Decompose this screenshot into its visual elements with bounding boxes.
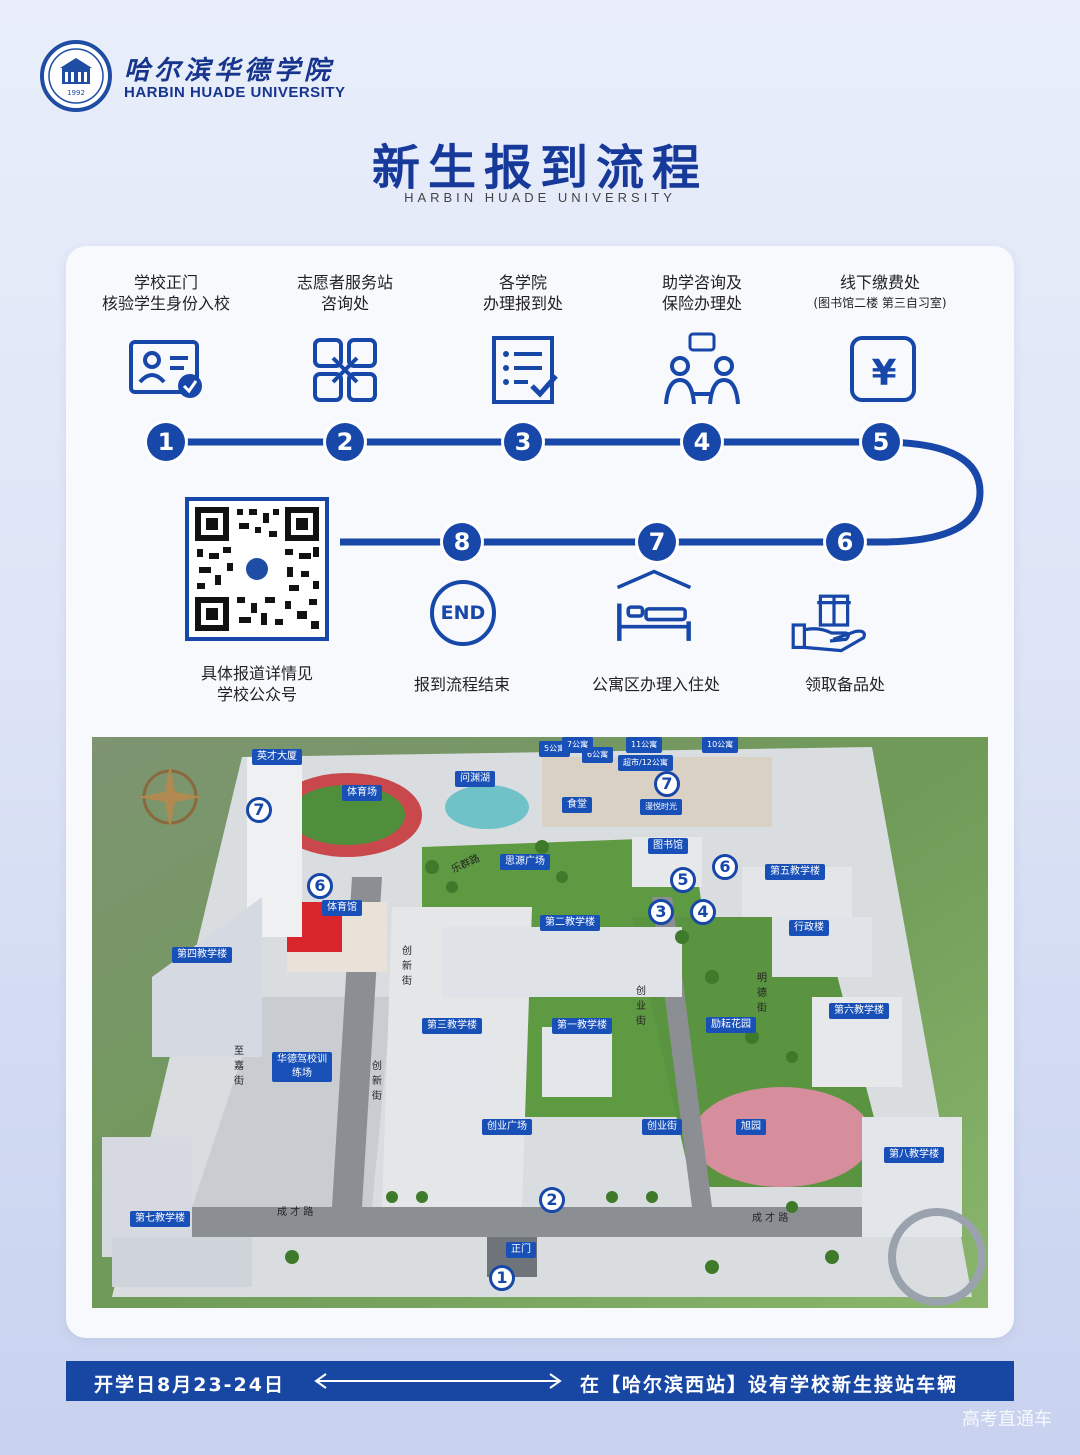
svg-text:¥: ¥ [871,353,896,394]
road-chengcai-west: 成 才 路 [277,1207,314,1218]
step-3-number: 3 [504,423,542,461]
watermark: 高考直通车 [962,1409,1052,1430]
logo-english-name: HARBIN HUADE UNIVERSITY [124,84,346,101]
map-label-chuangyeguangchang: 创业广场 [482,1119,532,1135]
road-mingde: 明德街 [757,973,767,1014]
map-label-gongyu10: 10公寓 [702,737,739,753]
step-5-number: 5 [862,423,900,461]
map-marker-3: 3 [648,899,674,925]
page-subtitle: HARBIN HUADE UNIVERSITY [404,190,676,205]
step-4-title: 助学咨询及保险办理处 [661,273,742,313]
id-card-check-icon [129,340,202,398]
map-label-gongyu7: 7公寓 [562,737,594,753]
step-7-label: 公寓区办理入住处 [591,675,720,694]
map-label-dier: 第二教学楼 [540,915,600,931]
map-label-chaoshi: 超市/12公寓 [618,755,673,771]
hands-cooperation-icon [313,338,377,402]
step-7-number: 7 [638,523,676,561]
map-label-disi: 第四教学楼 [172,947,232,963]
map-label-manyue: 漫悦时光 [640,799,682,815]
campus-map: 英才大厦 体育场 问渊湖 5公寓 6公寓 7公寓 11公寓 10公寓 超市/12… [92,737,988,1308]
road-chuangxin-north: 创新街 [402,946,412,987]
step-1-title: 学校正门核验学生身份入校 [101,273,230,313]
university-seal: 1992 [40,40,112,112]
seal-year: 1992 [67,89,85,97]
map-label-diwu: 第五教学楼 [765,864,825,880]
road-chuangye: 创业街 [636,986,646,1027]
map-label-zhengmen: 正门 [506,1242,536,1258]
checklist-icon [492,336,558,404]
map-label-yingcai: 英才大厦 [252,749,302,765]
map-marker-6-library: 6 [712,854,738,880]
step-3-title: 各学院办理报到处 [482,273,563,313]
step-8-label: 报到流程结束 [413,675,510,694]
step-6-number: 6 [826,523,864,561]
map-label-siyuan: 思源广场 [500,854,550,870]
qr-caption: 具体报道详情见学校公众号 [200,664,313,704]
double-arrow-icon [314,1373,562,1389]
map-label-shitang: 食堂 [562,797,592,813]
map-label-wenyuanhu: 问渊湖 [455,771,495,787]
road-chengcai-east: 成 才 路 [752,1213,789,1224]
road-zhijia: 至嘉街 [234,1046,244,1087]
process-track [162,438,984,546]
map-label-diyi: 第一教学楼 [552,1018,612,1034]
map-marker-2: 2 [539,1187,565,1213]
map-label-chuangyejie: 创业街 [642,1119,682,1135]
map-marker-5: 5 [670,867,696,893]
map-label-tushuguan: 图书馆 [648,838,688,854]
yuan-wallet-icon: ¥ [850,336,916,402]
map-label-disan: 第三教学楼 [422,1018,482,1034]
map-marker-7-yingcai: 7 [246,797,272,823]
consultation-icon [664,332,740,405]
map-marker-7-dorm: 7 [654,771,680,797]
end-icon: END [430,580,496,646]
map-marker-4: 4 [690,899,716,925]
page-title: 新生报到流程 [371,140,708,196]
step-4-number: 4 [683,423,721,461]
map-label-tiyuguan: 体育馆 [322,900,362,916]
logo-chinese-name: 哈尔滨华德学院 [124,56,335,86]
map-label-gongyu11: 11公寓 [626,737,663,753]
map-label-xingzheng: 行政楼 [789,920,829,936]
map-label-diqi: 第七教学楼 [130,1211,190,1227]
step-8-number: 8 [443,523,481,561]
step-2-title: 志愿者服务站咨询处 [296,273,393,313]
step-2-number: 2 [326,423,364,461]
map-label-diba: 第八教学楼 [884,1147,944,1163]
footer-pickup-info: 在【哈尔滨西站】设有学校新生接站车辆 [580,1374,959,1396]
map-label-xuyuan: 旭园 [736,1119,766,1135]
footer-registration-date: 开学日8月23-24日 [94,1374,285,1396]
map-label-jiaxiao: 华德驾校训练场 [272,1052,332,1082]
step-6-label: 领取备品处 [804,675,885,694]
map-marker-6-gym: 6 [307,873,333,899]
road-chuangxin-south: 创新街 [372,1061,382,1102]
bed-icon [616,569,692,641]
wechat-qr-code [185,497,329,641]
map-marker-1: 1 [489,1265,515,1291]
hand-gift-icon [791,594,866,653]
step-5-title: 线下缴费处(图书馆二楼 第三自习室) [813,273,947,310]
map-label-liyun: 励耘花园 [706,1017,756,1033]
step-1-number: 1 [147,423,185,461]
map-label-tiyuchang: 体育场 [342,785,382,801]
map-label-diliu: 第六教学楼 [829,1003,889,1019]
